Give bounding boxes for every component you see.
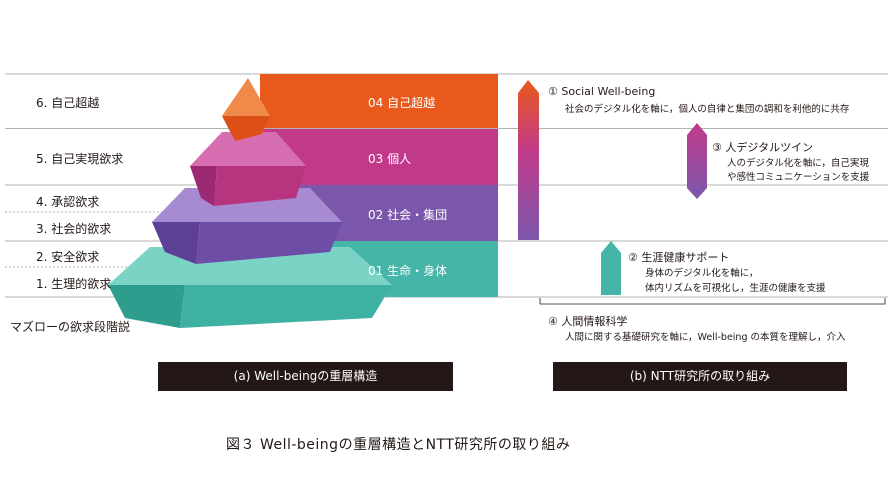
maslow-level-1: 1. 生理的欲求: [36, 277, 112, 291]
ntt-social-wellbeing-body: 社会のデジタル化を軸に，個人の自律と集団の調和を利他的に共存: [565, 104, 850, 115]
caption-b: (b) NTT研究所の取り組み: [553, 362, 847, 391]
band-self-transcendence: [260, 74, 498, 128]
pyramid-orange: [222, 78, 270, 141]
figure-caption: 図３ Well-beingの重層構造とNTT研究所の取り組み: [226, 437, 571, 453]
ntt-health-support-body-2: 体内リズムを可視化し，生涯の健康を支援: [645, 283, 826, 294]
ntt-social-wellbeing-title: ① Social Well-being: [548, 85, 656, 98]
digital-twin-arrow: [687, 123, 707, 199]
maslow-title: マズローの欲求段階説: [10, 320, 131, 334]
layer-label-04: 04 自己超越: [368, 96, 436, 110]
ntt-health-support-title: ② 生涯健康サポート: [628, 251, 730, 264]
layer-label-02: 02 社会・集団: [368, 208, 448, 222]
maslow-level-2: 2. 安全欲求: [36, 250, 100, 264]
caption-a: (a) Well-beingの重層構造: [158, 362, 453, 391]
maslow-level-4: 4. 承認欲求: [36, 195, 100, 209]
human-science-bracket: [539, 298, 886, 305]
ntt-human-science-body: 人間に関する基礎研究を軸に，Well-being の本質を理解し，介入: [565, 332, 846, 343]
ntt-digital-twin-body-1: 人のデジタル化を軸に，自己実現: [727, 158, 869, 169]
health-support-arrow: [601, 241, 621, 295]
maslow-level-6: 6. 自己超越: [36, 96, 100, 110]
ntt-human-science-title: ④ 人間情報科学: [548, 315, 628, 328]
pyramid-magenta: [190, 132, 306, 206]
layer-label-03: 03 個人: [368, 152, 412, 166]
maslow-level-5: 5. 自己実現欲求: [36, 152, 124, 166]
layer-label-01: 01 生命・身体: [368, 264, 448, 278]
level-dotted-lines: [5, 211, 175, 268]
social-wellbeing-arrow: [518, 80, 539, 240]
ntt-digital-twin-title: ③ 人デジタルツイン: [712, 141, 814, 154]
ntt-health-support-body-1: 身体のデジタル化を軸に，: [645, 268, 759, 279]
ntt-digital-twin-body-2: や感性コミュニケーションを支援: [727, 172, 870, 183]
maslow-level-3: 3. 社会的欲求: [36, 222, 112, 236]
